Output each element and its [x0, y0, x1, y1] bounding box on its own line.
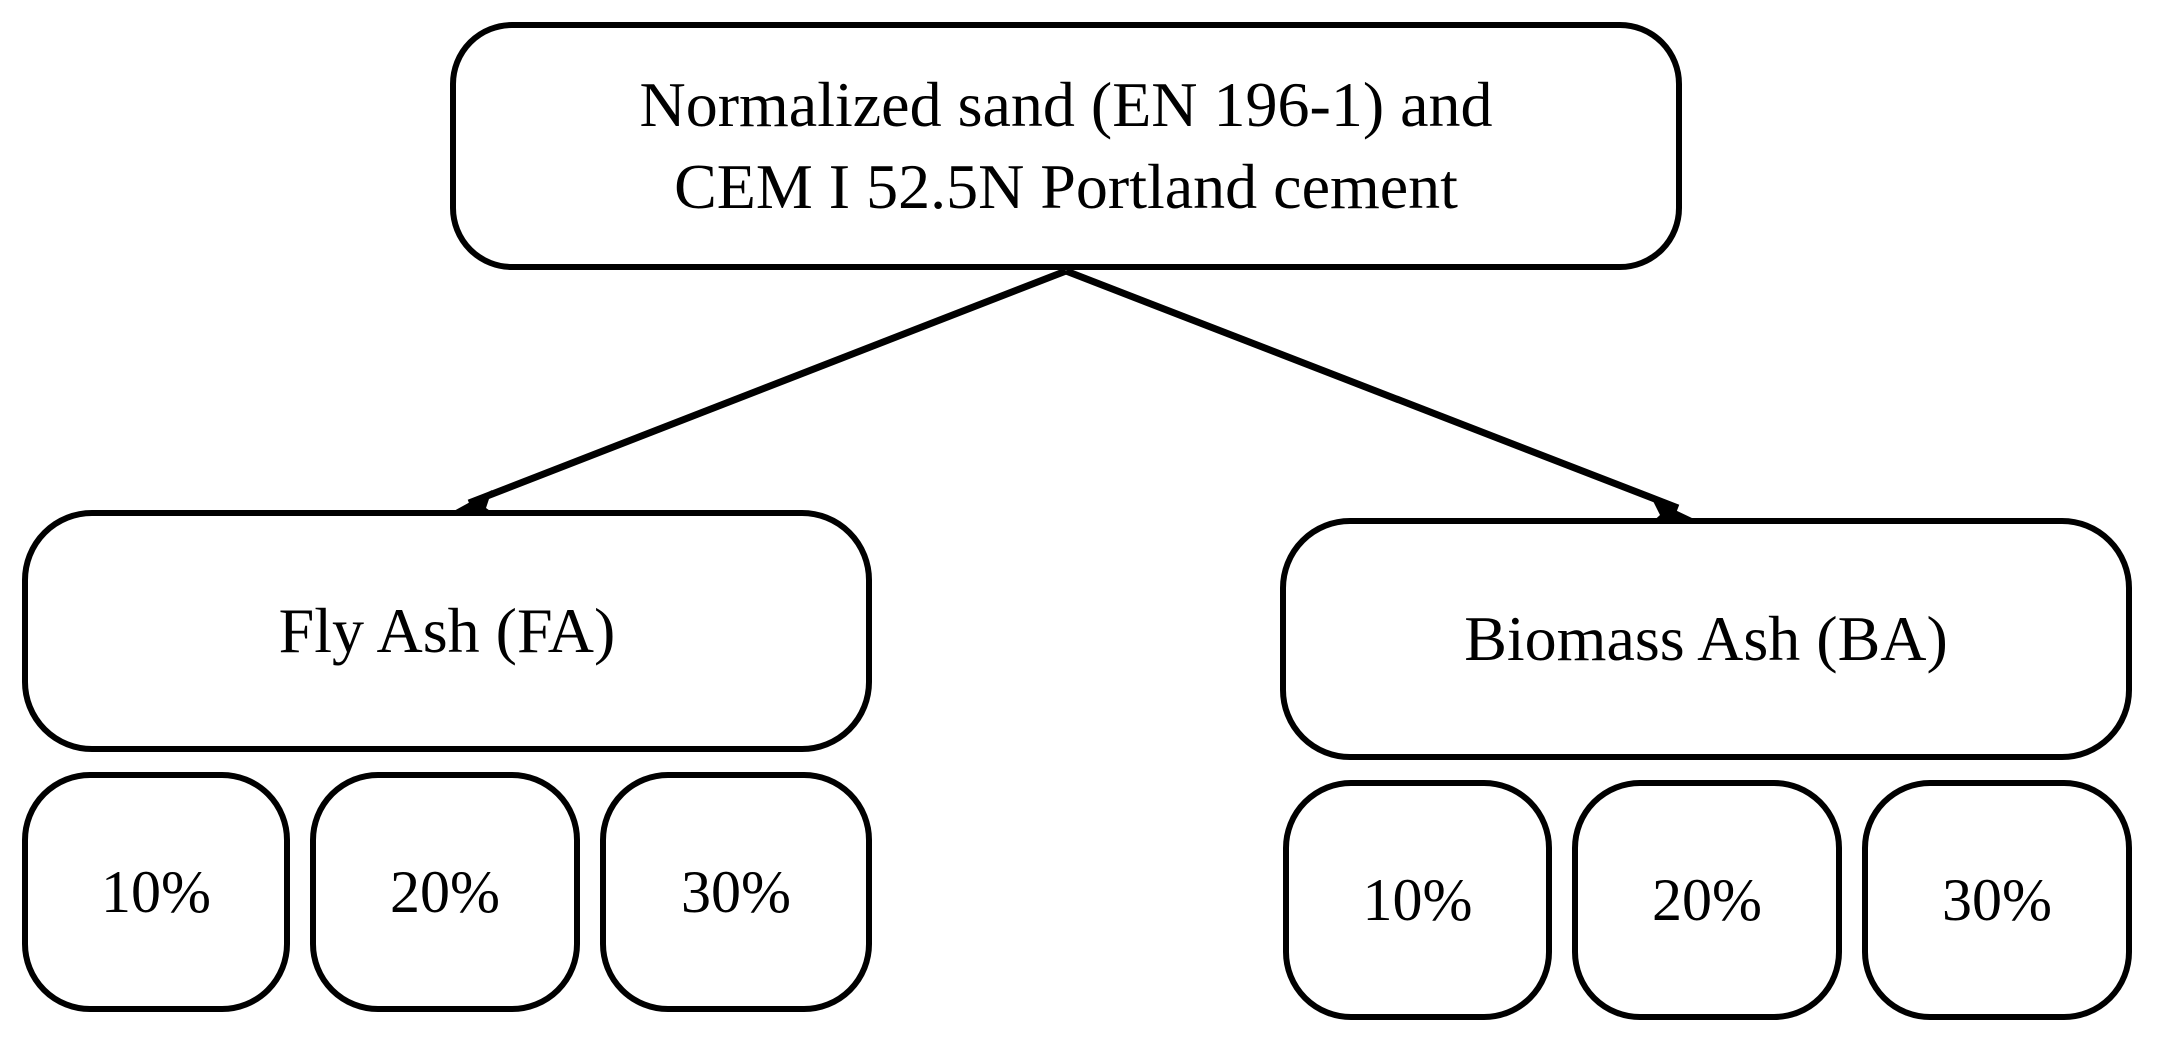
node-fly-ash-percentage-10-label: 10%	[101, 858, 211, 925]
node-fly-ash-label: Fly Ash (FA)	[278, 595, 616, 667]
node-fly-ash-percentage-30: 30%	[600, 772, 872, 1012]
node-source-materials: Normalized sand (EN 196-1) and CEM I 52.…	[450, 22, 1682, 270]
node-biomass-ash-percentage-10: 10%	[1283, 780, 1552, 1020]
node-fly-ash-percentage-20-label: 20%	[390, 858, 500, 925]
arrow-to-biomass-ash-line	[1064, 267, 1680, 512]
node-fly-ash-percentage-30-label: 30%	[681, 858, 791, 925]
node-biomass-ash-percentage-10-label: 10%	[1362, 866, 1473, 933]
node-fly-ash-percentage-10: 10%	[22, 772, 290, 1012]
node-fly-ash-percentage-20: 20%	[310, 772, 580, 1012]
arrow-to-fly-ash-line	[467, 267, 1068, 507]
node-fly-ash: Fly Ash (FA)	[22, 510, 872, 752]
node-source-materials-label: Normalized sand (EN 196-1) and CEM I 52.…	[639, 69, 1493, 222]
arrow-to-biomass-ash	[1064, 267, 1694, 526]
node-biomass-ash-percentage-20-label: 20%	[1652, 866, 1762, 933]
node-biomass-ash: Biomass Ash (BA)	[1280, 518, 2132, 760]
node-biomass-ash-percentage-30: 30%	[1862, 780, 2132, 1020]
node-biomass-ash-label: Biomass Ash (BA)	[1464, 603, 1948, 675]
node-biomass-ash-percentage-30-label: 30%	[1942, 866, 2052, 933]
arrow-to-fly-ash	[452, 267, 1068, 518]
node-biomass-ash-percentage-20: 20%	[1572, 780, 1842, 1020]
